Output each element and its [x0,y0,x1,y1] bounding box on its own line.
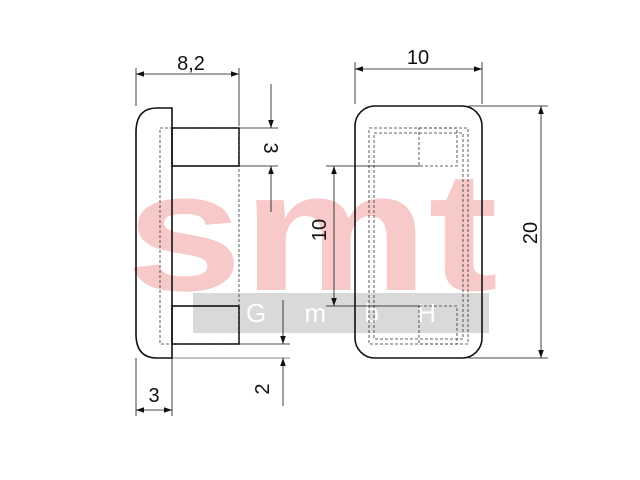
front-view [354,105,483,359]
dim-label-pin-height: 3 [259,142,281,153]
dim-label-pin-gap: 2 [252,383,274,394]
side-hidden-outline [159,127,240,345]
front-hidden-upper-pin [418,127,458,167]
watermark-band [193,293,489,333]
side-view-body [135,107,173,359]
side-view [135,107,240,359]
dim-label-front-width: 10 [407,47,429,69]
dim-label-inner-height: 10 [309,219,331,241]
watermark: smt G m b H [126,137,498,333]
front-hidden-outer [368,127,469,345]
dimension-lines [135,62,548,416]
dimension-labels: 8,2 3 3 2 10 10 20 [148,47,542,407]
front-hidden-inner [373,132,464,340]
front-view-body [354,105,483,359]
dim-label-total-height: 20 [520,222,542,244]
dim-label-base-thickness: 3 [148,385,159,407]
front-hidden-lower-pin [418,305,458,345]
dim-label-side-width: 8,2 [177,53,205,75]
